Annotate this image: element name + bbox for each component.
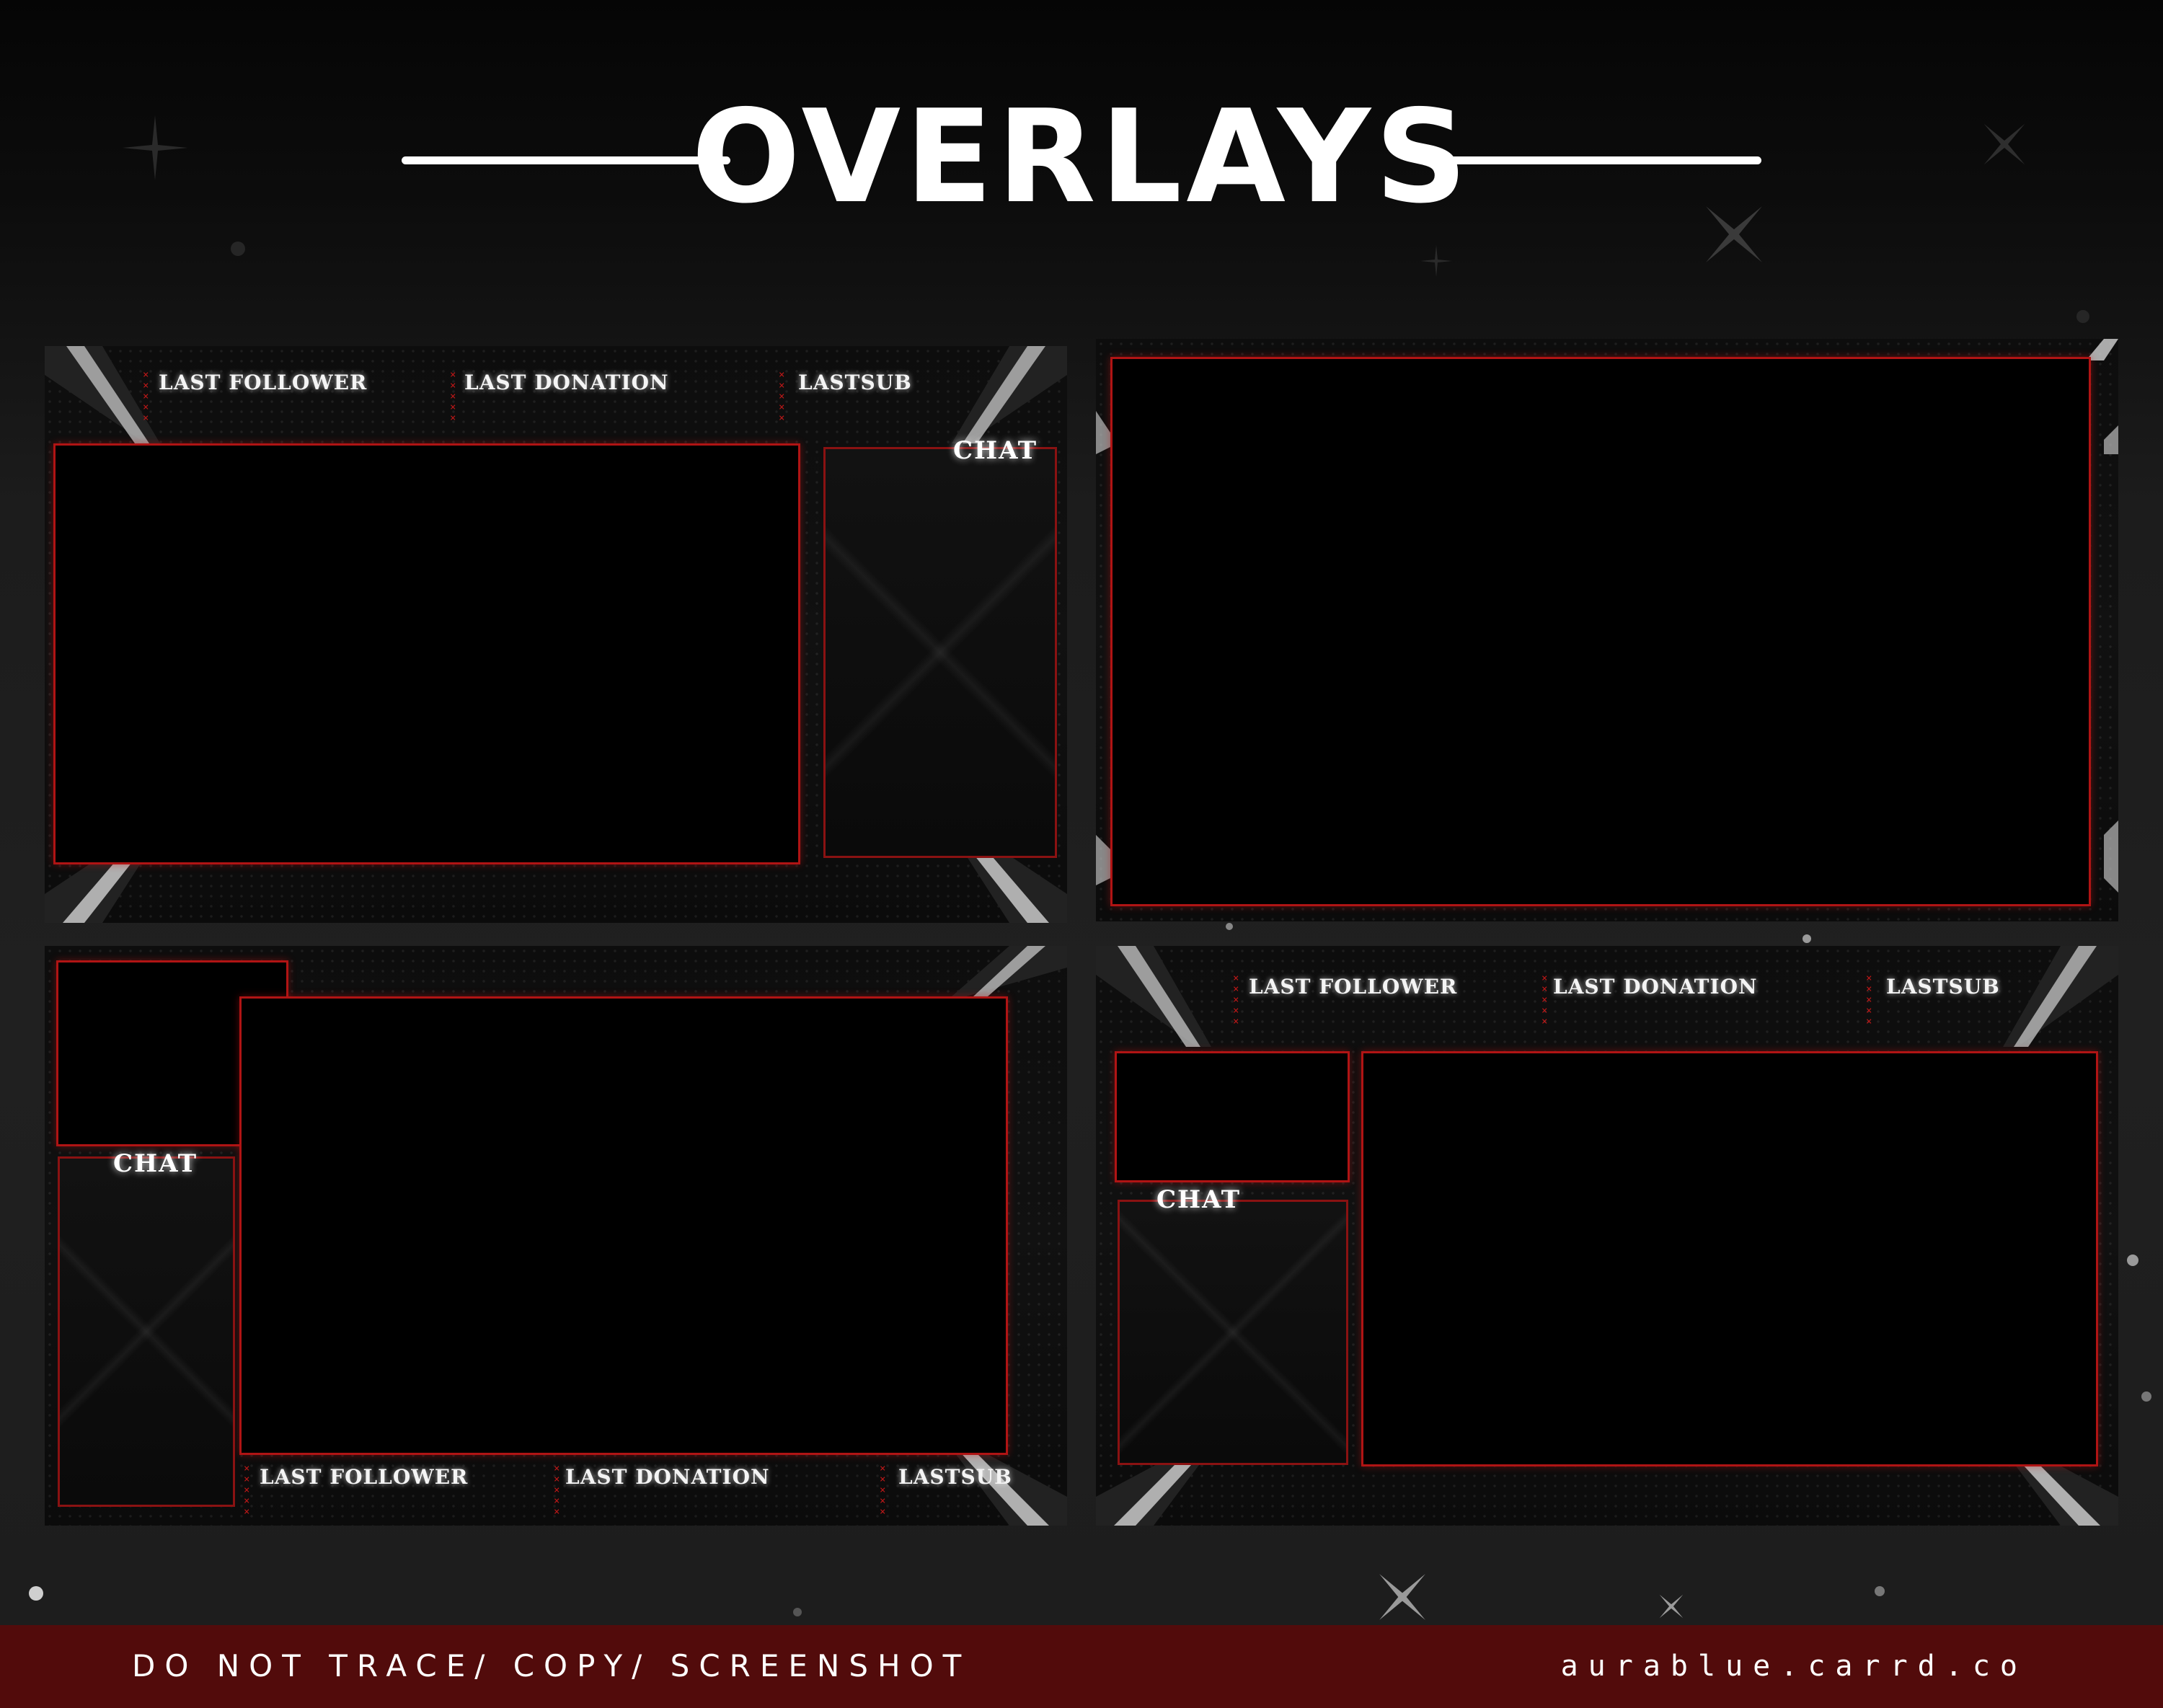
star-dot — [231, 242, 245, 256]
sparkle-icon — [1420, 245, 1452, 277]
x-mark-decoration: ××××× — [1866, 973, 1872, 1027]
chat-label: CHAT — [1156, 1185, 1242, 1214]
title-divider-left — [402, 156, 730, 164]
star-dot — [2141, 1391, 2151, 1402]
silver-corner-accent — [952, 346, 1067, 443]
stat-last-follower: LAST FOLLOWER — [1249, 975, 1458, 999]
silver-corner-accent — [1096, 946, 1211, 1047]
stat-last-donation: LAST DONATION — [464, 371, 669, 394]
silver-corner-accent — [1096, 835, 1110, 885]
star-dot — [793, 1608, 802, 1616]
x-mark-decoration: ××××× — [244, 1463, 250, 1518]
chat-label: CHAT — [953, 436, 1038, 465]
stat-last-sub: LASTSUB — [1886, 975, 2000, 999]
gameplay-screen — [53, 443, 800, 864]
silver-corner-accent — [45, 346, 160, 443]
x-mark-decoration: ××××× — [880, 1463, 886, 1518]
sparkle-icon — [1379, 1574, 1425, 1620]
overlay-preview-facecam-bottom: CHAT ××××× LAST FOLLOWER ××××× LAST DONA… — [45, 946, 1067, 1526]
sparkle-icon — [123, 115, 187, 180]
stat-last-follower: LAST FOLLOWER — [260, 1465, 469, 1489]
x-mark-decoration: ××××× — [143, 369, 149, 424]
star-dot — [2076, 310, 2089, 323]
silver-corner-accent — [2003, 946, 2118, 1047]
footer-site-link[interactable]: aurablue.carrd.co — [1560, 1650, 2027, 1683]
gameplay-screen — [1110, 357, 2091, 906]
x-mark-decoration: ××××× — [1541, 973, 1548, 1027]
silver-corner-accent — [2086, 339, 2118, 454]
silver-corner-accent — [945, 1439, 1067, 1526]
overlay-preview-facecam-left: ××××× LAST FOLLOWER ××××× LAST DONATION … — [1096, 946, 2118, 1526]
stat-last-donation: LAST DONATION — [1553, 975, 1758, 999]
stat-last-sub: LASTSUB — [898, 1465, 1012, 1489]
stat-last-sub: LASTSUB — [798, 371, 912, 394]
star-dot — [1875, 1586, 1885, 1596]
x-mark-decoration: ××××× — [779, 369, 785, 424]
chat-label: CHAT — [113, 1149, 198, 1178]
gameplay-screen — [239, 996, 1008, 1455]
chat-box — [58, 1156, 235, 1507]
star-dot — [29, 1586, 43, 1601]
star-dot — [1226, 923, 1233, 930]
stat-last-donation: LAST DONATION — [565, 1465, 770, 1489]
star-dot — [1802, 934, 1811, 943]
sparkle-icon — [1983, 123, 2025, 165]
silver-corner-accent — [2104, 820, 2118, 893]
silver-corner-accent — [952, 946, 1067, 996]
x-mark-decoration: ××××× — [1233, 973, 1239, 1027]
gameplay-screen — [1361, 1051, 2098, 1466]
x-mark-decoration: ××××× — [450, 369, 456, 424]
chat-box — [1118, 1200, 1348, 1465]
overlay-preview-fullscreen — [1096, 339, 2118, 921]
star-dot — [2127, 1255, 2138, 1266]
chat-box — [823, 447, 1057, 858]
sparkle-icon — [1706, 206, 1762, 262]
page-title: OVERLAYS — [691, 82, 1472, 231]
x-mark-decoration: ××××× — [554, 1463, 560, 1518]
sparkle-icon — [1659, 1594, 1684, 1619]
silver-corner-accent — [1096, 411, 1110, 454]
overlay-preview-starting: ××××× LAST FOLLOWER ××××× LAST DONATION … — [45, 346, 1067, 923]
facecam-screen — [1115, 1051, 1350, 1182]
stat-last-follower: LAST FOLLOWER — [159, 371, 368, 394]
footer-warning: DO NOT TRACE/ COPY/ SCREENSHOT — [132, 1648, 971, 1683]
title-divider-right — [1433, 156, 1761, 164]
footer-bar: DO NOT TRACE/ COPY/ SCREENSHOT aurablue.… — [0, 1625, 2163, 1708]
